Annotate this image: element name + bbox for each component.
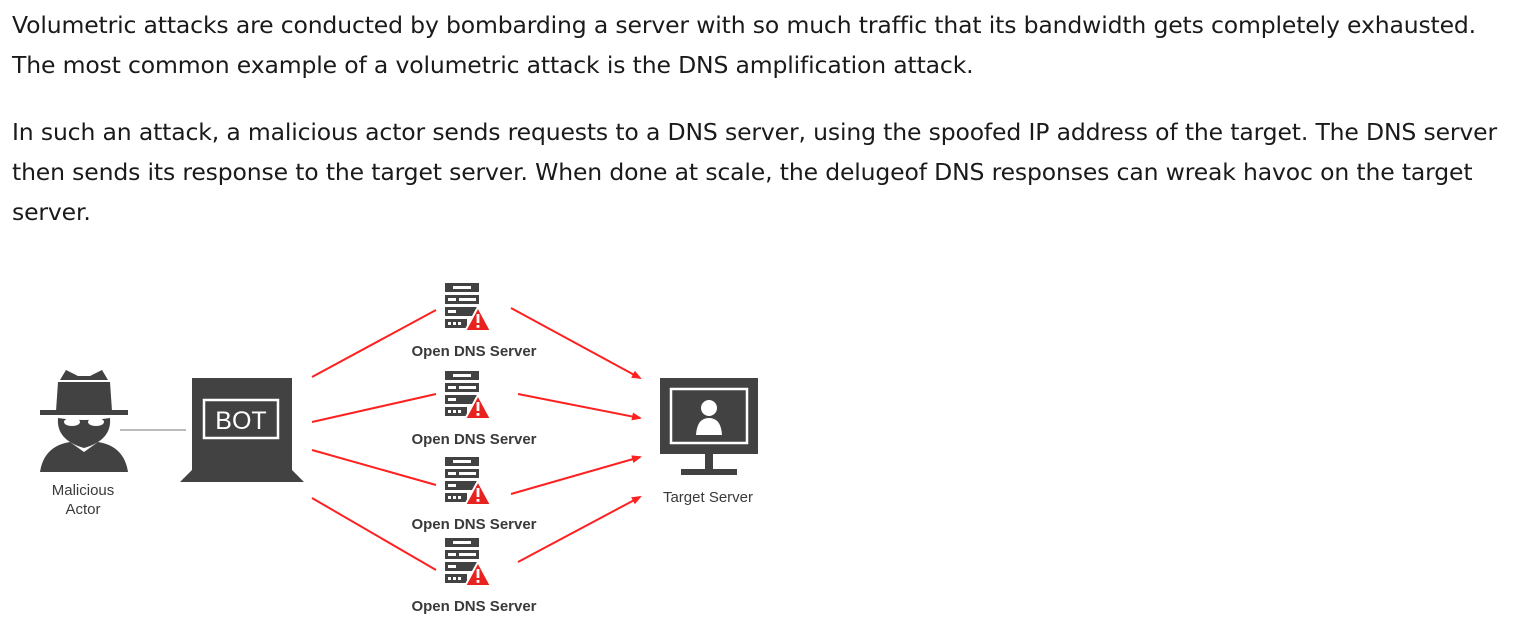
dns-server-4: Open DNS Server: [411, 537, 537, 615]
actor-label-line2: Actor: [65, 501, 100, 518]
request-lines: [311, 309, 437, 571]
bot-label: BOT: [215, 407, 266, 435]
server-warning-icon: [444, 282, 492, 332]
dns-server-3: Open DNS Server: [411, 456, 537, 533]
target-monitor-icon: [660, 378, 758, 475]
server-warning-icon: [444, 456, 492, 506]
target-server-label: Target Server: [663, 489, 753, 506]
actor-label: Malicious: [52, 482, 115, 499]
server-warning-icon: [444, 370, 492, 420]
dns-server-2: Open DNS Server: [411, 370, 537, 448]
hacker-icon: [40, 370, 128, 472]
dns-server-1: Open DNS Server: [411, 282, 537, 360]
paragraph-dns-amplification: In such an attack, a malicious actor sen…: [12, 118, 1497, 226]
server-warning-icon: [444, 537, 492, 587]
dns-server-label: Open DNS Server: [411, 431, 536, 448]
bot-laptop-icon: [180, 378, 304, 482]
response-arrows: [510, 307, 642, 563]
paragraph-volumetric-attacks: Volumetric attacks are conducted by bomb…: [12, 11, 1477, 79]
dns-server-label: Open DNS Server: [411, 598, 536, 615]
dns-amplification-diagram: Malicious Actor BOT Open DNS Server Open…: [40, 282, 758, 615]
dns-server-label: Open DNS Server: [411, 516, 536, 533]
dns-server-label: Open DNS Server: [411, 343, 536, 360]
